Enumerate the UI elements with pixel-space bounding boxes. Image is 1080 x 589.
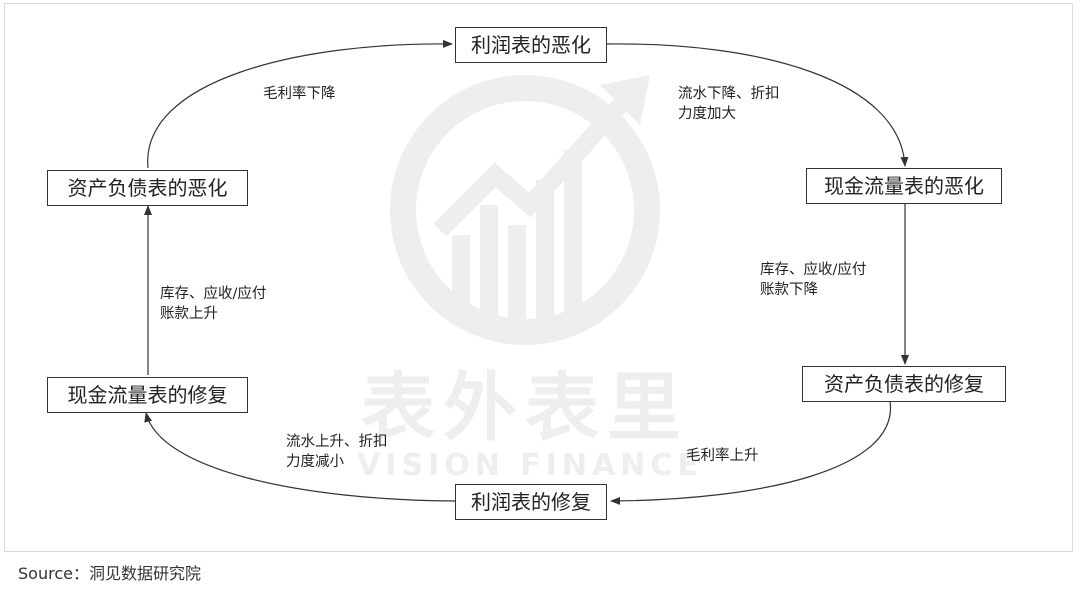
- node-balance-worsen: 资产负债表的恶化: [47, 170, 248, 206]
- edge-label-bottom-right: 毛利率上升: [686, 448, 759, 464]
- edge-label-top-right-2: 力度加大: [678, 106, 736, 122]
- edge-label-right-1: 库存、应收/应付: [760, 262, 867, 278]
- node-cashflow-worsen: 现金流量表的恶化: [806, 168, 1002, 204]
- node-profit-repair: 利润表的修复: [455, 484, 607, 520]
- arrow-top-left: [147, 39, 453, 169]
- source-caption: Source：洞见数据研究院: [18, 564, 201, 583]
- edge-label-left-1: 库存、应收/应付: [160, 286, 267, 302]
- edge-label-bottom-left-1: 流水上升、折扣: [286, 434, 388, 450]
- node-profit-worsen: 利润表的恶化: [455, 27, 607, 63]
- arrow-top-right: [606, 43, 909, 167]
- node-balance-repair: 资产负债表的修复: [802, 366, 1006, 402]
- arrow-bottom-right: [610, 400, 891, 505]
- edge-label-top-left: 毛利率下降: [263, 86, 336, 102]
- edge-label-top-right-1: 流水下降、折扣: [678, 86, 780, 102]
- arrow-bottom-left: [144, 412, 456, 502]
- edge-label-left-2: 账款上升: [160, 306, 218, 322]
- edge-label-right-2: 账款下降: [760, 282, 818, 298]
- edge-label-bottom-left-2: 力度减小: [286, 454, 344, 470]
- node-cashflow-repair: 现金流量表的修复: [47, 377, 248, 413]
